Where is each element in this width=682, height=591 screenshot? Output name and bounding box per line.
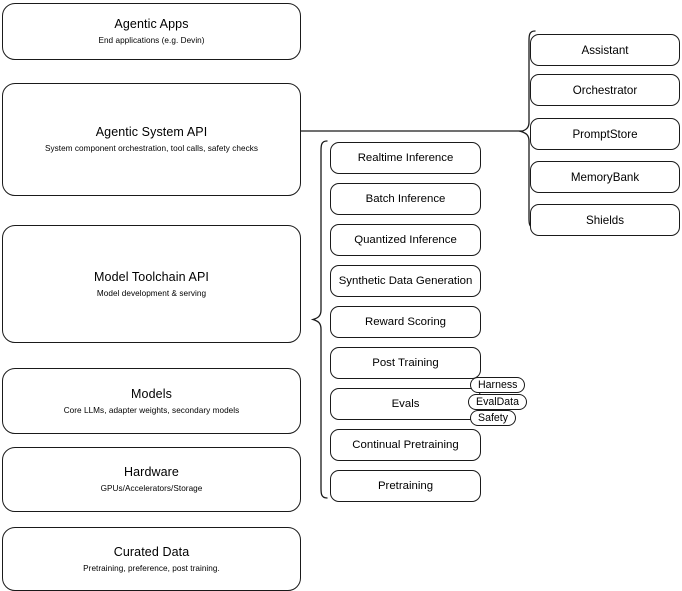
component-label: Reward Scoring xyxy=(364,316,447,328)
system-component-promptstore[interactable]: PromptStore xyxy=(530,118,680,150)
layer-subtitle: System component orchestration, tool cal… xyxy=(44,144,259,153)
layer-subtitle: Core LLMs, adapter weights, secondary mo… xyxy=(63,405,240,415)
component-synthetic-data-generation[interactable]: Synthetic Data Generation xyxy=(330,265,481,297)
brace-toolchain-components xyxy=(310,140,328,499)
layer-agentic-apps[interactable]: Agentic Apps End applications (e.g. Devi… xyxy=(2,3,301,60)
system-component-orchestrator[interactable]: Orchestrator xyxy=(530,74,680,106)
system-component-label: Assistant xyxy=(581,43,629,57)
component-evals[interactable]: Evals xyxy=(330,388,481,420)
system-component-shields[interactable]: Shields xyxy=(530,204,680,236)
system-component-label: PromptStore xyxy=(572,127,638,141)
component-label: Quantized Inference xyxy=(354,234,457,246)
layer-agentic-system-api[interactable]: Agentic System API System component orch… xyxy=(2,83,301,196)
layer-curated-data[interactable]: Curated Data Pretraining, preference, po… xyxy=(2,527,301,591)
eval-tag-label: Safety xyxy=(478,412,509,424)
layer-title: Curated Data xyxy=(113,544,190,559)
component-realtime-inference[interactable]: Realtime Inference xyxy=(330,142,481,174)
layer-title: Hardware xyxy=(124,465,179,479)
eval-tag-safety[interactable]: Safety xyxy=(470,410,517,426)
system-component-memorybank[interactable]: MemoryBank xyxy=(530,161,680,193)
component-label: Post Training xyxy=(372,357,439,369)
component-label: Pretraining xyxy=(377,480,434,492)
layer-subtitle: GPUs/Accelerators/Storage xyxy=(100,484,203,493)
component-batch-inference[interactable]: Batch Inference xyxy=(330,183,481,215)
layer-subtitle: Model development & serving xyxy=(96,288,207,298)
layer-subtitle: End applications (e.g. Devin) xyxy=(98,36,205,45)
component-label: Continual Pretraining xyxy=(352,439,459,451)
component-reward-scoring[interactable]: Reward Scoring xyxy=(330,306,481,338)
layer-title: Model Toolchain API xyxy=(94,269,209,284)
eval-tag-label: EvalData xyxy=(476,396,519,408)
component-quantized-inference[interactable]: Quantized Inference xyxy=(330,224,481,256)
system-component-label: Orchestrator xyxy=(572,83,638,97)
layer-title: Agentic Apps xyxy=(114,17,189,31)
layer-subtitle: Pretraining, preference, post training. xyxy=(83,563,220,573)
layer-title: Agentic System API xyxy=(95,125,208,139)
connector-agentic-system-api-to-components xyxy=(300,130,522,132)
eval-tag-harness[interactable]: Harness xyxy=(470,377,526,393)
system-component-label: MemoryBank xyxy=(570,170,640,184)
component-label: Evals xyxy=(391,398,420,410)
component-label: Synthetic Data Generation xyxy=(338,275,473,287)
eval-tag-evaldata[interactable]: EvalData xyxy=(468,394,527,410)
layer-title: Models xyxy=(131,386,172,401)
component-post-training[interactable]: Post Training xyxy=(330,347,481,379)
layer-model-toolchain-api[interactable]: Model Toolchain API Model development & … xyxy=(2,225,301,343)
system-component-label: Shields xyxy=(585,213,625,227)
system-component-assistant[interactable]: Assistant xyxy=(530,34,680,66)
layer-models[interactable]: Models Core LLMs, adapter weights, secon… xyxy=(2,368,301,434)
layer-hardware[interactable]: Hardware GPUs/Accelerators/Storage xyxy=(2,447,301,512)
component-label: Batch Inference xyxy=(365,193,446,205)
eval-tag-label: Harness xyxy=(478,379,518,391)
component-pretraining[interactable]: Pretraining xyxy=(330,470,481,502)
component-continual-pretraining[interactable]: Continual Pretraining xyxy=(330,429,481,461)
component-label: Realtime Inference xyxy=(357,152,454,164)
